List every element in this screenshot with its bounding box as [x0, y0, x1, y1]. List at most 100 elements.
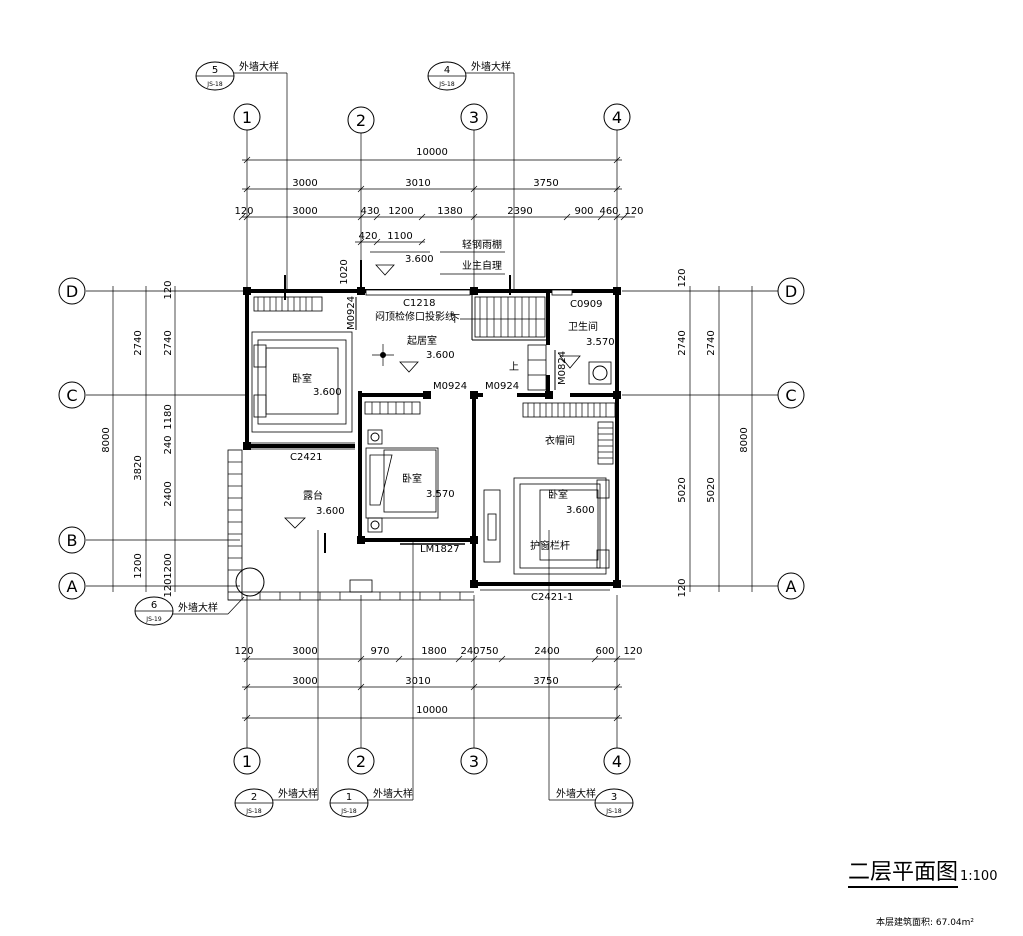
svg-text:3820: 3820: [133, 455, 144, 480]
svg-text:2400: 2400: [163, 481, 174, 506]
svg-text:JS-18: JS-18: [206, 81, 223, 88]
door-m0924-right: M0924: [485, 381, 519, 392]
svg-text:1200: 1200: [133, 553, 144, 578]
bathroom-label: 卫生间: [568, 320, 598, 333]
grid-bubble-1-bottom: 1: [233, 747, 261, 775]
bathroom-level: 3.570: [586, 337, 615, 348]
svg-text:4: 4: [612, 752, 622, 771]
svg-text:A: A: [786, 577, 797, 596]
canopy-level: 3.600: [405, 254, 434, 265]
svg-text:4: 4: [444, 65, 450, 76]
svg-text:10000: 10000: [416, 705, 448, 716]
grid-bubble-b-left: B: [58, 526, 86, 554]
svg-text:2740: 2740: [677, 330, 688, 355]
inspection-hatch-label: 闷顶检修口投影线: [375, 310, 455, 323]
bedroom-middle: 卧室 3.570 LM1827: [364, 401, 465, 555]
door-m0824: M0824: [557, 351, 568, 385]
svg-text:1: 1: [242, 108, 252, 127]
grid-bubble-4-top: 4: [603, 103, 631, 131]
svg-text:3000: 3000: [292, 646, 317, 657]
svg-text:3: 3: [469, 108, 479, 127]
detail-callout-4: 4 JS-18 外墙大样: [427, 60, 515, 290]
svg-text:1380: 1380: [437, 206, 462, 217]
svg-text:240: 240: [163, 435, 174, 454]
svg-text:2740: 2740: [133, 330, 144, 355]
plan-title: 二层平面图: [848, 860, 959, 888]
dimensions-bottom: 120 3000 970 1800 240 750 2400 600 120 3…: [234, 646, 643, 722]
grid-bubble-a-left: A: [58, 572, 86, 600]
svg-text:C0909: C0909: [570, 299, 602, 310]
svg-text:1: 1: [346, 792, 352, 803]
svg-text:1800: 1800: [421, 646, 446, 657]
svg-text:120: 120: [163, 280, 174, 299]
living-room: C1218 闷顶检修口投影线 M0924 起居室 3.600 M0924 M09…: [346, 289, 519, 392]
svg-text:120: 120: [677, 268, 688, 287]
owner-label: 业主自理: [462, 259, 502, 272]
svg-text:240: 240: [460, 646, 479, 657]
door-m0924-mid: M0924: [433, 381, 467, 392]
svg-text:3010: 3010: [405, 178, 430, 189]
grid-bubble-a-right: A: [777, 572, 805, 600]
svg-text:C: C: [66, 386, 77, 405]
detail-callout-2: 2 JS-18 外墙大样: [234, 530, 319, 818]
svg-text:JS-18: JS-18: [245, 808, 262, 815]
detail-callout-5: 5 JS-18 外墙大样: [195, 60, 288, 290]
svg-text:750: 750: [479, 646, 498, 657]
svg-text:120: 120: [623, 646, 642, 657]
grid-bubble-2-top: 2: [347, 106, 375, 134]
svg-text:600: 600: [595, 646, 614, 657]
svg-text:2: 2: [356, 111, 366, 130]
svg-text:外墙大样: 外墙大样: [556, 787, 596, 800]
window-c2421: C2421: [251, 442, 355, 463]
svg-text:3750: 3750: [533, 676, 558, 687]
svg-text:JS-18: JS-18: [340, 808, 357, 815]
svg-text:外墙大样: 外墙大样: [278, 787, 318, 800]
svg-text:2390: 2390: [507, 206, 532, 217]
svg-text:C2421: C2421: [290, 452, 322, 463]
svg-text:4: 4: [612, 108, 622, 127]
terrace: 露台 3.600: [227, 449, 474, 601]
grid-bubble-4-bottom: 4: [603, 747, 631, 775]
bathroom: C0909 卫生间 3.570 M0824: [551, 289, 615, 390]
svg-text:C: C: [785, 386, 796, 405]
bedroom-left: 卧室 3.600: [251, 296, 353, 433]
svg-text:3750: 3750: [533, 178, 558, 189]
staircase: 下 上: [450, 296, 547, 391]
grid-bubble-3-bottom: 3: [460, 747, 488, 775]
dimensions-right: 120 2740 5020 120 2740 5020 8000: [677, 268, 753, 598]
svg-text:8000: 8000: [101, 427, 112, 452]
plan-scale: 1:100: [960, 869, 998, 884]
terrace-level: 3.600: [316, 506, 345, 517]
svg-text:2400: 2400: [534, 646, 559, 657]
svg-text:900: 900: [574, 206, 593, 217]
bedroom-left-label: 卧室: [292, 372, 312, 385]
svg-text:2740: 2740: [163, 330, 174, 355]
svg-text:A: A: [67, 577, 78, 596]
svg-text:2: 2: [251, 792, 257, 803]
svg-text:1180: 1180: [163, 404, 174, 429]
svg-text:1: 1: [242, 752, 252, 771]
svg-text:1100: 1100: [387, 231, 412, 242]
svg-text:3: 3: [469, 752, 479, 771]
svg-text:120: 120: [163, 578, 174, 597]
window-c2421-1: C2421-1: [531, 592, 573, 603]
svg-text:外墙大样: 外墙大样: [471, 60, 511, 73]
grid-bubble-3-top: 3: [460, 103, 488, 131]
canopy-label: 轻钢雨棚: [462, 238, 502, 251]
grid-bubble-1-top: 1: [233, 103, 261, 131]
door-lm1827: LM1827: [420, 544, 460, 555]
svg-text:3000: 3000: [292, 676, 317, 687]
bedroom-middle-label: 卧室: [402, 472, 422, 485]
svg-text:JS-18: JS-18: [605, 808, 622, 815]
svg-text:1020: 1020: [339, 259, 350, 284]
svg-text:970: 970: [370, 646, 389, 657]
bedroom-right-label: 卧室: [548, 488, 568, 501]
living-room-label: 起居室: [407, 334, 437, 347]
svg-text:420: 420: [358, 231, 377, 242]
svg-text:D: D: [66, 282, 78, 301]
svg-text:5020: 5020: [706, 477, 717, 502]
dimensions-top: 10000 3000 3010 3750 120 3000 430 1200 1…: [234, 147, 643, 285]
closet-label: 衣帽间: [545, 434, 575, 447]
svg-text:5020: 5020: [677, 477, 688, 502]
